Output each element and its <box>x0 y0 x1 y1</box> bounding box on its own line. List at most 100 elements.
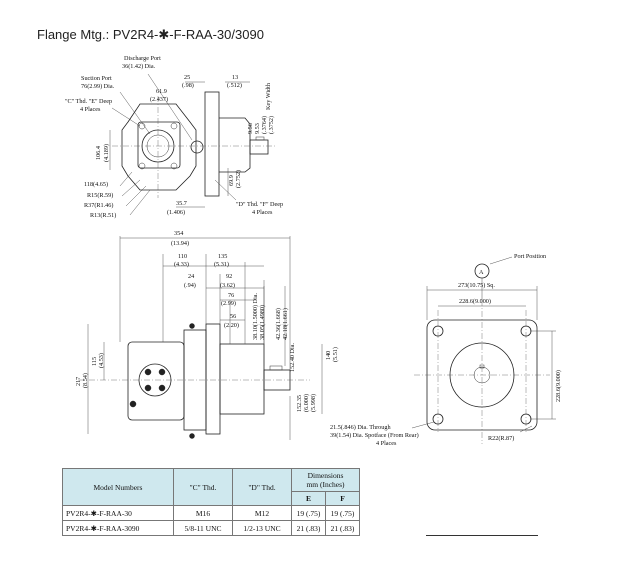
side-base-bolt <box>189 433 195 439</box>
page-title: Flange Mtg.: PV2R4-✱-F-RAA-30/3090 <box>37 27 264 42</box>
key <box>255 136 265 141</box>
port-position-letter: A <box>479 269 484 276</box>
leader-line <box>111 107 141 127</box>
side-shaft-housing <box>219 343 265 415</box>
suction-port-dia: 76(2.99) Dia. <box>81 83 115 90</box>
dim-5-31: (5.31) <box>214 261 229 268</box>
cell-model: PV2R4-✱-F-RAA-3090 <box>62 520 174 536</box>
shaft-dia-2: 38.05(1.4980) <box>259 305 266 340</box>
header-model: Model Numbers <box>62 468 174 506</box>
radius-37: R37(R1.46) <box>84 202 113 209</box>
top-view: Discharge Port 36(1.42) Dia. Suction Por… <box>65 55 283 219</box>
side-port-bolt <box>144 384 152 392</box>
table-row: PV2R4-✱-F-RAA-30 M16 M12 19 (.75) 19 (.7… <box>62 505 360 521</box>
side-key <box>269 365 283 371</box>
port-position-marker <box>474 263 490 279</box>
top-body-outline <box>121 103 197 191</box>
side-base-bolt <box>189 323 195 329</box>
leader-line <box>214 179 237 201</box>
dim-24: 24 <box>188 273 194 280</box>
dim-2-752: (2.752) <box>235 170 242 188</box>
dim-94: (.94) <box>184 282 196 289</box>
front-view: A Port Position 273(10.75) Sq. 228.6(9.0… <box>330 253 562 447</box>
side-port-bolt <box>158 368 166 376</box>
side-port-bolt <box>144 368 152 376</box>
spotface-label: 39(1.54) Dia. Spotface (From Rear) <box>330 432 419 439</box>
cell-f: 21 (.83) <box>325 520 360 536</box>
dim-98: (.98) <box>182 82 194 89</box>
dim-3-62: (3.62) <box>220 282 235 289</box>
bolt-hole <box>170 122 178 130</box>
dim-217: 217 <box>75 377 82 386</box>
pilot-dia-3: (6.000) <box>303 394 310 412</box>
cell-model: PV2R4-✱-F-RAA-30 <box>62 505 174 521</box>
dim-2-20: (2.20) <box>224 322 239 329</box>
suction-port-label: Suction Port <box>81 75 112 82</box>
leader-line <box>119 171 133 187</box>
cell-e: 19 (.75) <box>291 505 326 521</box>
dim-9-56: 9.56 <box>247 123 254 134</box>
divider <box>426 535 538 536</box>
header-dimensions: Dimensions mm (Inches) <box>291 468 360 492</box>
side-base-bolt <box>129 400 137 408</box>
dim-13-94: (13.94) <box>171 240 189 247</box>
dim-4-33: (4.33) <box>174 261 189 268</box>
key-width-label: Key Width <box>265 82 272 110</box>
discharge-port-label: Discharge Port <box>124 55 161 62</box>
leader-line <box>129 189 151 216</box>
radius-118: 118(4.65) <box>84 181 108 188</box>
shaft-dia-3: 42.36(1.668) <box>275 308 282 340</box>
dim-9-53: 9.53 <box>254 123 261 134</box>
discharge-port-circle <box>190 140 204 154</box>
leader-line <box>489 256 513 265</box>
header-dimensions-label: Dimensions <box>307 471 344 480</box>
bolt-pitch-right: 228.6(9.000) <box>555 370 562 402</box>
cell-f: 19 (.75) <box>325 505 360 521</box>
d-thread-label: "D" Thd. "F" Deep <box>236 201 283 208</box>
bolt-hole <box>138 162 146 170</box>
flange-square-dim: 273(10.75) Sq. <box>458 282 495 289</box>
pilot-dia-4: (5.998) <box>310 394 317 412</box>
header-f: F <box>325 491 360 506</box>
header-units-label: mm (Inches) <box>306 480 345 489</box>
dim-25: 25 <box>184 74 190 81</box>
table-header-row: E F <box>63 491 360 506</box>
leader-line <box>519 425 533 433</box>
dim-4-189: (4.189) <box>103 144 110 162</box>
hole-places-label: 4 Places <box>376 440 397 447</box>
dim-4-53: (4.53) <box>98 353 105 368</box>
cell-c-thread: 5/8-11 UNC <box>173 520 233 536</box>
dim-1-406: (1.406) <box>167 209 185 216</box>
cell-c-thread: M16 <box>173 505 233 521</box>
corner-radius-label: R22(R.87) <box>488 435 514 442</box>
header-c-thread: "C" Thd. <box>173 468 233 506</box>
leader-line <box>119 91 151 135</box>
dim-3764: (.3764) <box>261 116 268 134</box>
dim-110: 110 <box>178 253 187 260</box>
dim-5-51: (5.51) <box>332 347 339 362</box>
dim-106-4: 106.4 <box>95 146 102 160</box>
cell-e: 21 (.83) <box>291 520 326 536</box>
pilot-dia-1: 152.40 Dia. <box>289 343 296 372</box>
dim-61-9: 61.9 <box>156 88 167 95</box>
dim-512: (.512) <box>227 82 242 89</box>
dim-92: 92 <box>226 273 232 280</box>
hole-dia-label: 21.5(.846) Dia. Through <box>330 424 391 431</box>
discharge-port-dia: 36(1.42) Dia. <box>122 63 156 70</box>
c-thread-places: 4 Places <box>80 106 101 113</box>
leader-line <box>147 73 193 141</box>
table-header-row: Model Numbers "C" Thd. "D" Thd. Dimensio… <box>62 468 360 506</box>
dim-140: 140 <box>325 351 332 360</box>
cell-d-thread: M12 <box>232 505 292 521</box>
side-flange <box>205 323 221 435</box>
leader-line <box>121 179 141 197</box>
spec-table: Model Numbers "C" Thd. "D" Thd. Dimensio… <box>62 468 360 536</box>
dim-56: 56 <box>230 313 236 320</box>
port-position-label: Port Position <box>514 253 546 260</box>
header-e: E <box>291 491 326 506</box>
header-d-thread: "D" Thd. <box>232 468 292 506</box>
shaft-housing <box>219 117 251 173</box>
shaft <box>249 139 269 155</box>
dim-2-99: (2.99) <box>221 300 236 307</box>
